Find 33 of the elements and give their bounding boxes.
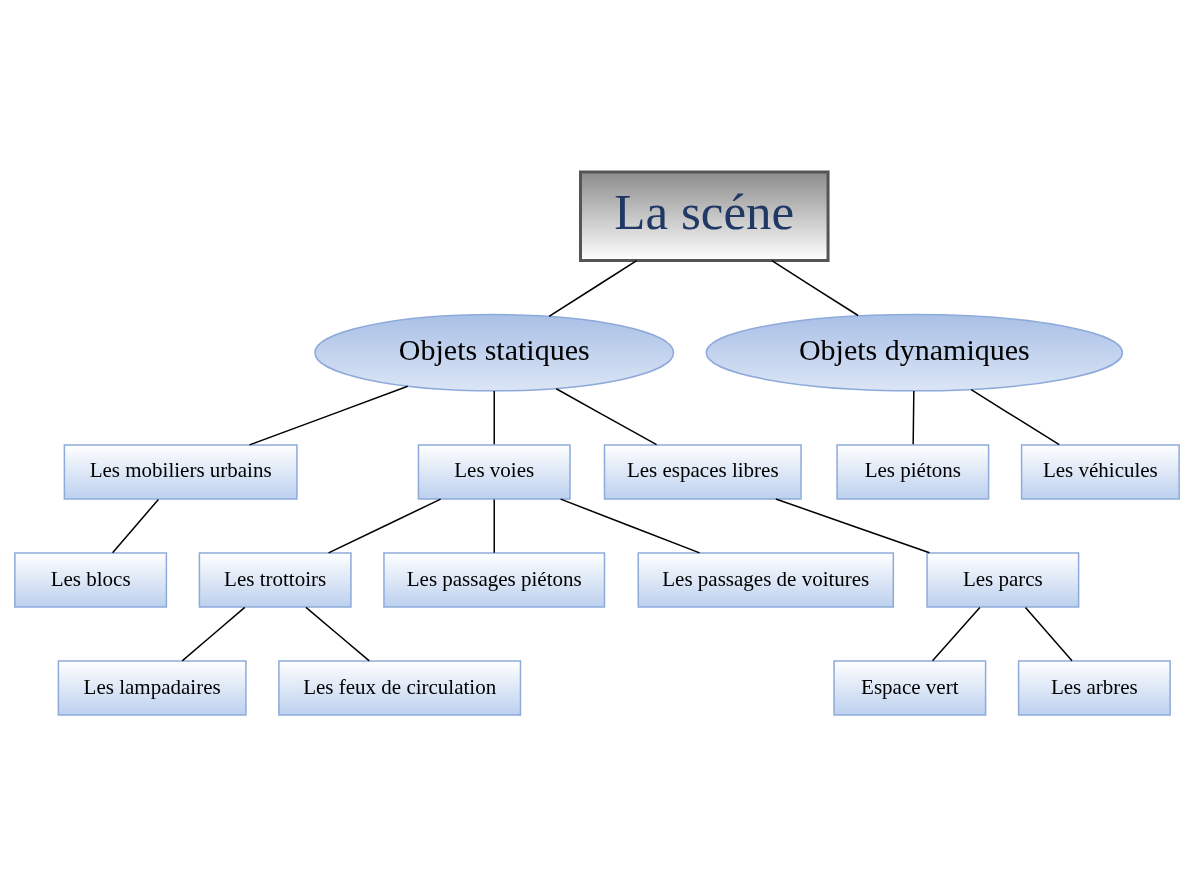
node-ellipse: Objets statiques <box>314 313 675 392</box>
node-box: Les blocs <box>14 551 168 608</box>
node-ellipse: Objets dynamiques <box>705 313 1124 392</box>
connector <box>559 497 701 554</box>
connector <box>248 385 409 446</box>
connector <box>931 606 981 662</box>
node-box: Les passages de voitures <box>637 551 895 608</box>
node-box: Les voies <box>417 443 571 500</box>
connector <box>493 389 495 445</box>
connector <box>548 259 638 317</box>
connector <box>493 498 495 554</box>
connector <box>771 259 859 316</box>
node-box: Les véhicules <box>1020 443 1180 500</box>
node-box: Les espaces libres <box>603 443 802 500</box>
connector <box>181 606 246 662</box>
node-box: Les trottoirs <box>198 551 352 608</box>
connector <box>305 606 370 662</box>
connector <box>912 389 915 445</box>
node-box: Espace vert <box>833 659 987 716</box>
connector <box>111 498 160 554</box>
connector <box>555 387 658 445</box>
connector <box>970 388 1060 445</box>
connector <box>775 497 931 554</box>
node-box: Les passages piétons <box>383 551 606 608</box>
node-box: Les parcs <box>926 551 1080 608</box>
node-box: Les arbres <box>1017 659 1171 716</box>
connector <box>1024 606 1073 662</box>
node-box: Les lampadaires <box>57 659 247 716</box>
node-box: Les feux de circulation <box>278 659 522 716</box>
connector <box>327 497 442 554</box>
node-box: Les piétons <box>836 443 990 500</box>
node-box: La scéne <box>579 170 830 262</box>
node-box: Les mobiliers urbains <box>63 443 298 500</box>
